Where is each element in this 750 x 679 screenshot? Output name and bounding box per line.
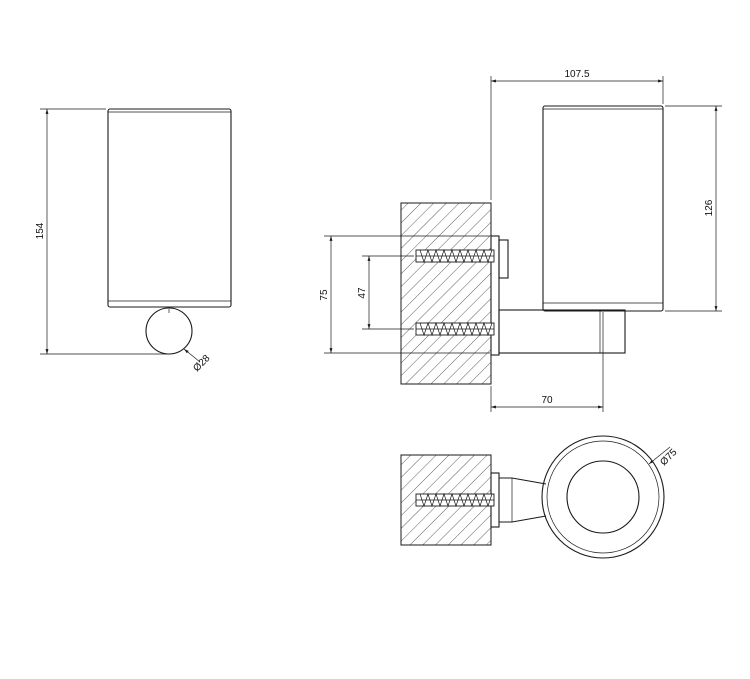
top-bracket-arm [499, 477, 547, 523]
top-glass-inner [566, 460, 640, 534]
top-wall-screw [415, 492, 495, 508]
dim-top-diameter: Ø75 [648, 447, 680, 468]
side-view: 107.5 126 75 47 70 [319, 69, 722, 412]
dim-side-height-label: 126 [704, 199, 715, 216]
dim-front-diameter-label: Ø28 [191, 353, 212, 374]
dim-side-depth-label: 107.5 [564, 69, 589, 80]
dim-screw-spacing-label: 47 [357, 287, 368, 299]
front-support-arm [145, 307, 193, 355]
wall-section [400, 202, 492, 385]
dim-top-diameter-label: Ø75 [658, 447, 679, 468]
dim-side-depth: 107.5 [490, 69, 664, 200]
wall-screw-upper [415, 248, 495, 264]
dim-bracket-projection: 70 [490, 312, 604, 412]
front-view: 154 Ø28 [35, 108, 232, 374]
bracket-arm [498, 309, 626, 354]
top-view: Ø75 [400, 435, 680, 559]
top-glass-outer-ring [541, 435, 665, 559]
dim-fixing-height-label: 75 [319, 289, 330, 301]
dim-fixing-height: 75 [319, 235, 490, 354]
dim-side-height: 126 [665, 105, 722, 312]
dim-front-height-label: 154 [35, 222, 46, 239]
side-glass-body [542, 105, 664, 312]
front-glass-body [107, 108, 232, 308]
dim-screw-spacing: 47 [357, 255, 414, 330]
wall-screw-lower [415, 321, 495, 337]
dim-front-height: 154 [35, 108, 168, 355]
wall-plate [490, 235, 500, 356]
dim-bracket-projection-label: 70 [541, 395, 553, 406]
dim-front-diameter: Ø28 [183, 348, 213, 374]
